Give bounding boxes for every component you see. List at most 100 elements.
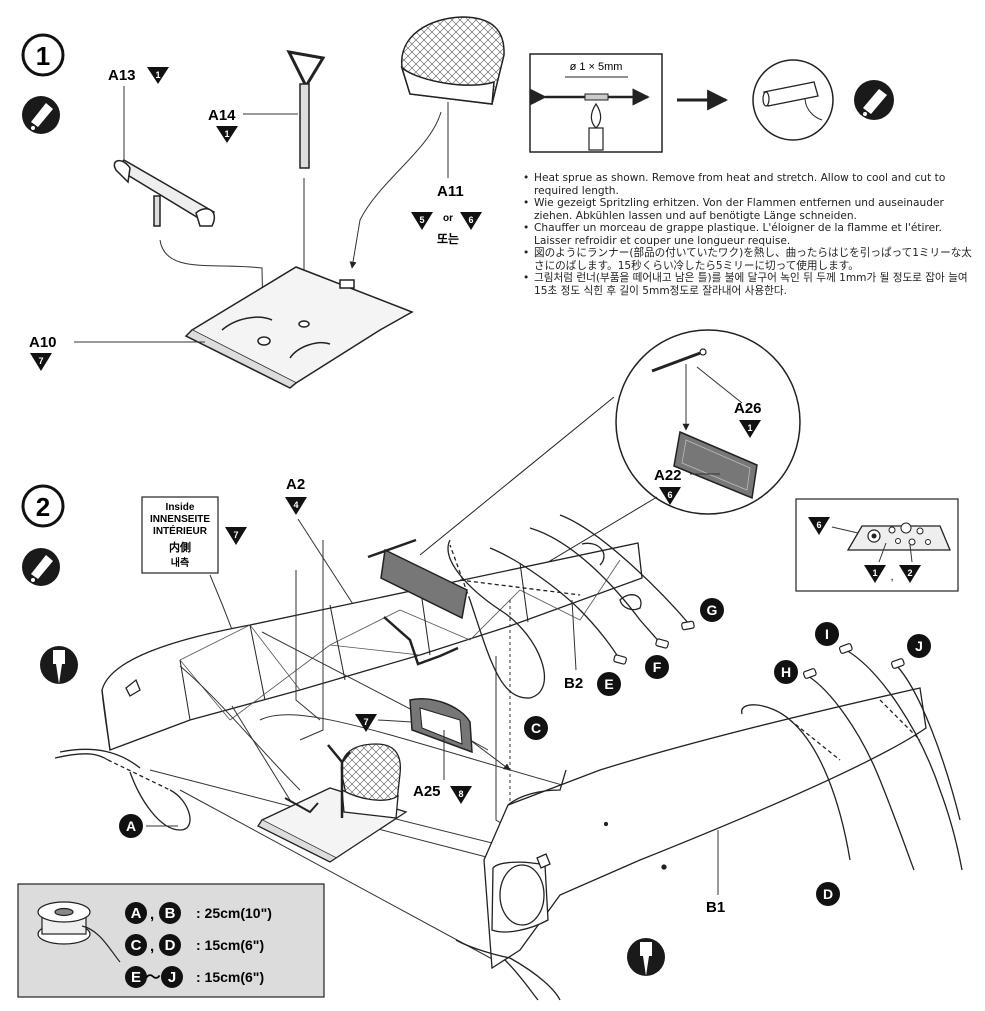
wire-label-h: H: [774, 660, 798, 684]
part-a2: [383, 616, 459, 666]
svg-text:1: 1: [36, 41, 50, 71]
svg-text:4: 4: [293, 500, 298, 510]
svg-text:B: B: [165, 905, 176, 922]
svg-text:F: F: [653, 659, 662, 675]
step-1-number: 1: [21, 33, 65, 77]
drill-hole-icon: [40, 646, 78, 684]
part-a13-label: A13 1: [108, 67, 169, 84]
svg-text:2: 2: [36, 492, 50, 522]
svg-text:D: D: [165, 937, 176, 954]
part-a22-label: A22 6: [654, 467, 720, 505]
svg-text:A22: A22: [654, 467, 682, 484]
part-a10-label: A10 7: [29, 334, 57, 371]
part-a14: [286, 50, 326, 169]
svg-text:내측: 내측: [171, 556, 189, 569]
svg-text:1: 1: [872, 568, 877, 578]
cut-sprue-circle: [752, 59, 834, 141]
instruction-korean: 그림처럼 런너(부품을 떼어내고 남은 틀)를 불에 달구어 녹인 뒤 두께 1…: [523, 272, 973, 297]
svg-text:,: ,: [890, 571, 893, 583]
wire-end-caps: [613, 620, 905, 679]
svg-text:,: ,: [150, 906, 154, 923]
part-a10-floor: [184, 266, 414, 389]
part-a14-label: A14 1: [208, 107, 238, 143]
part-a25: 7 A25 8: [355, 698, 473, 804]
part-a2-label: A2 4: [285, 476, 307, 515]
part-a26-label: A26 1: [696, 366, 762, 438]
svg-text:6: 6: [816, 520, 821, 530]
instrument-panel-box: 6 1 , 2: [795, 498, 959, 592]
svg-text:8: 8: [458, 789, 463, 799]
rigging-wires: [54, 514, 963, 1001]
detail-zoom-circle: [615, 329, 801, 515]
step-2-number: 2: [21, 484, 65, 528]
svg-text:A11: A11: [437, 183, 464, 200]
svg-text:ø 1 × 5mm: ø 1 × 5mm: [570, 61, 623, 73]
svg-text:7: 7: [363, 717, 368, 727]
fuselage-half-b1: [483, 687, 927, 970]
svg-text:A14: A14: [208, 107, 236, 124]
instruction-japanese: 図のようにランナー(部品の付いていたワク)を熱し、曲ったらはじを引っぱって1ミリ…: [523, 247, 973, 272]
instruction-german: Wie gezeigt Spritzling erhitzen. Von der…: [523, 197, 973, 222]
wire-label-d: D: [816, 882, 840, 906]
svg-text:J: J: [915, 638, 923, 654]
svg-text:G: G: [707, 602, 718, 618]
part-b1-label: B1: [706, 830, 725, 916]
inside-label-box: Inside INNENSEITE INTÉRIEUR 内側 내측 7: [141, 496, 247, 574]
svg-text:Inside: Inside: [166, 502, 195, 513]
svg-text:D: D: [823, 886, 833, 902]
svg-text:A2: A2: [286, 476, 305, 493]
instruction-french: Chauffer un morceau de grappe plastique.…: [523, 222, 973, 247]
svg-text:5: 5: [419, 215, 424, 225]
part-a11-label: A11 5 or 6 또는: [411, 183, 482, 246]
wire-label-c: C: [524, 716, 548, 740]
seat-assembly: [257, 743, 408, 863]
glue-icon: [22, 548, 60, 586]
svg-text:A10: A10: [29, 334, 57, 351]
svg-text:A: A: [126, 818, 136, 834]
svg-text:7: 7: [233, 530, 238, 540]
svg-text:6: 6: [667, 490, 672, 500]
sprue-instructions: Heat sprue as shown. Remove from heat an…: [523, 172, 973, 297]
svg-text:,: ,: [150, 938, 154, 955]
svg-text:INTÉRIEUR: INTÉRIEUR: [153, 524, 208, 537]
part-b2-label: B2: [564, 599, 583, 692]
thread-spool-icon: [37, 901, 121, 963]
svg-text:INNENSEITE: INNENSEITE: [150, 514, 210, 525]
cement-icon: [854, 80, 894, 120]
part-a13: [113, 159, 216, 227]
svg-text:또는: 또는: [437, 232, 459, 246]
svg-text:A26: A26: [734, 400, 762, 417]
svg-text:A13: A13: [108, 67, 136, 84]
svg-text:B2: B2: [564, 675, 583, 692]
wire-label-i: I: [815, 622, 839, 646]
wire-label-f: F: [645, 655, 669, 679]
svg-text:6: 6: [468, 215, 473, 225]
svg-text:H: H: [781, 664, 791, 680]
svg-text:1: 1: [155, 70, 160, 80]
part-a22-mounted: [380, 548, 468, 620]
glue-icon: [22, 96, 60, 134]
svg-text:E: E: [131, 969, 141, 986]
svg-text:2: 2: [907, 568, 912, 578]
svg-text:C: C: [131, 937, 142, 954]
svg-text:: 15cm(6"): : 15cm(6"): [196, 969, 264, 985]
svg-text:: 25cm(10"): : 25cm(10"): [196, 905, 272, 921]
svg-text:I: I: [825, 626, 829, 642]
svg-text:B1: B1: [706, 899, 725, 916]
assembly-arrow: [159, 239, 267, 319]
svg-text:A25: A25: [413, 783, 441, 800]
fuselage-half-b2: [101, 542, 643, 751]
wire-label-j: J: [907, 634, 931, 658]
svg-text:1: 1: [224, 129, 229, 139]
svg-text:or: or: [443, 213, 453, 224]
svg-text:J: J: [168, 969, 176, 986]
svg-text:内側: 内側: [169, 540, 191, 554]
svg-text:1: 1: [747, 423, 752, 433]
svg-text:A: A: [131, 905, 142, 922]
instruction-english: Heat sprue as shown. Remove from heat an…: [523, 172, 973, 197]
svg-text:～: ～: [145, 969, 160, 986]
drill-hole-icon: [627, 938, 665, 976]
svg-text:7: 7: [38, 356, 43, 366]
